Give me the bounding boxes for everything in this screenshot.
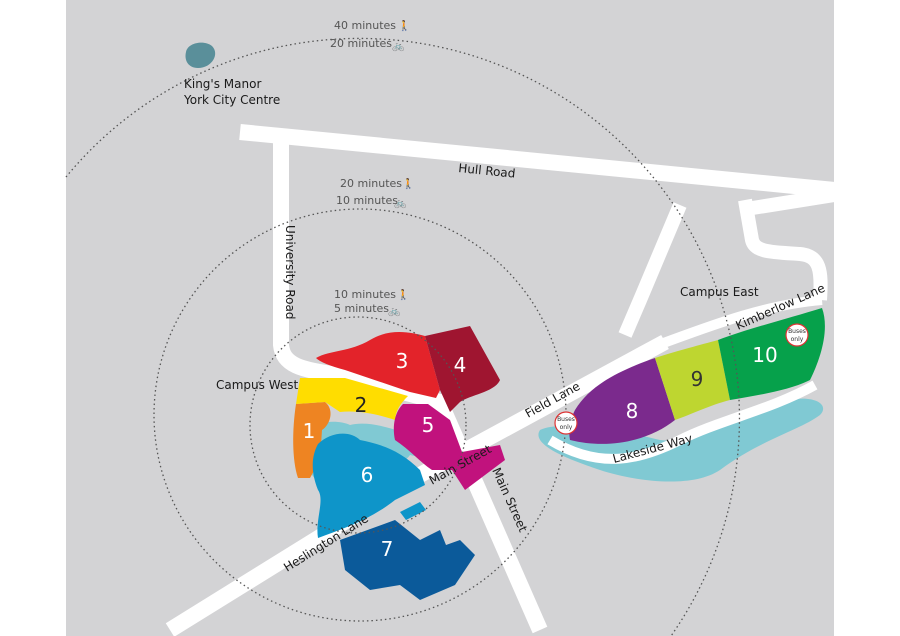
bicycle-icon: 🚲	[394, 198, 406, 209]
hull-road-label: Hull Road	[458, 161, 516, 181]
zone-7-label: 7	[381, 537, 394, 561]
zone-5-label: 5	[422, 413, 435, 437]
kings-manor-label: King's Manor	[184, 77, 261, 91]
zone-1[interactable]	[293, 402, 331, 478]
ring-20-walk: 20 minutes	[340, 177, 402, 190]
map-background	[66, 0, 834, 636]
zone-2[interactable]	[296, 378, 408, 420]
buses-only-sign: Buses only	[554, 411, 578, 435]
zone-4[interactable]	[425, 326, 500, 412]
svg-text:Buses: Buses	[788, 328, 806, 335]
york-city-centre-label: York City Centre	[183, 93, 280, 107]
zone-9-label: 9	[691, 367, 704, 391]
university-road-label: University Road	[283, 225, 297, 319]
svg-text:Buses: Buses	[557, 416, 575, 423]
ring-20-cycle: 10 minutes	[336, 194, 398, 207]
ring-10-walk: 10 minutes	[334, 288, 396, 301]
svg-text:only: only	[560, 424, 573, 431]
ring-40-walk: 40 minutes	[334, 19, 396, 32]
ring-10-cycle: 5 minutes	[334, 302, 389, 315]
zone-6[interactable]	[312, 433, 425, 538]
roads	[165, 124, 834, 636]
kings-manor-marker[interactable]	[185, 42, 216, 68]
zone-2-label: 2	[355, 393, 368, 417]
bicycle-icon: 🚲	[388, 306, 400, 317]
zone-3[interactable]	[316, 332, 440, 398]
zone-4-label: 4	[454, 353, 467, 377]
ring-40-cycle: 20 minutes	[330, 37, 392, 50]
campus-west-label: Campus West	[216, 378, 299, 392]
zone-10-label: 10	[752, 343, 777, 367]
ring-40min	[65, 37, 741, 636]
ring-10min	[249, 316, 467, 534]
buses-only-sign: Buses only	[785, 323, 809, 347]
svg-text:only: only	[791, 336, 804, 343]
ring-labels: 10 minutes 5 minutes 20 minutes 10 minut…	[330, 19, 414, 317]
bicycle-icon: 🚲	[392, 41, 404, 52]
zone-3-label: 3	[396, 349, 409, 373]
zone-1-label: 1	[303, 419, 316, 443]
walk-icon: 🚶	[397, 288, 409, 301]
walk-icon: 🚶	[398, 19, 410, 32]
zone-8-label: 8	[626, 399, 639, 423]
zone-5[interactable]	[393, 404, 505, 490]
zone-9[interactable]	[655, 340, 730, 420]
zone-7[interactable]	[340, 520, 475, 600]
walk-icon: 🚶	[402, 177, 414, 190]
zone-6-label: 6	[361, 463, 374, 487]
campus-east-label: Campus East	[680, 285, 759, 299]
zone-6-annex	[400, 502, 426, 520]
zone-8[interactable]	[569, 358, 675, 444]
